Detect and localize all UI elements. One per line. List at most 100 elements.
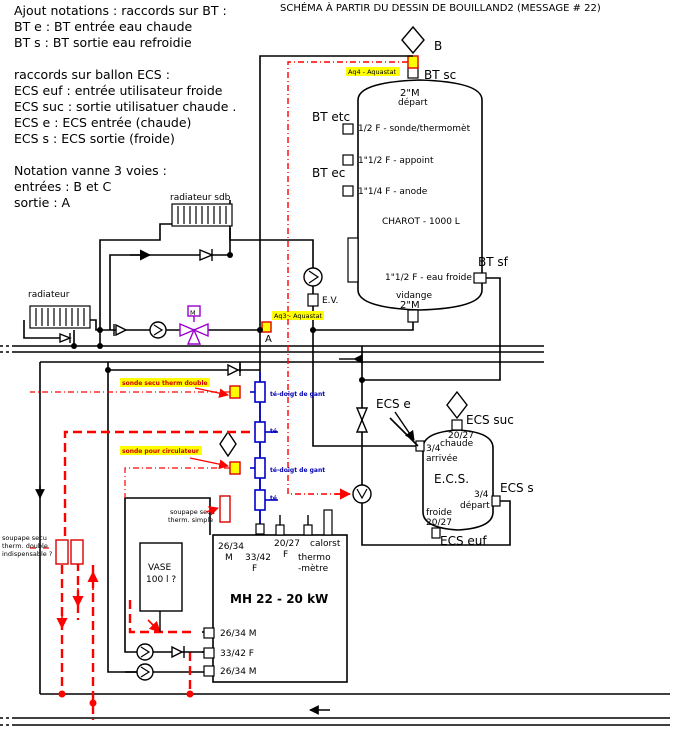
pump-icon [136,663,154,681]
junction-dot [89,699,97,707]
te-doigt-label: té-doigt de gant [270,467,325,474]
soupape-simple-label: soupape secu [170,508,215,516]
tank-bottom-sub: vidange [396,291,432,301]
boiler-port-label: 33/42 [245,553,271,563]
flow-arrow [205,506,219,516]
safety-loop [60,430,250,720]
pump-icon [136,643,154,661]
check-valve-icon [171,645,185,659]
tank-bt-ec: BT ec [312,166,345,180]
boiler-port-label: F [252,564,257,574]
sonde-secu-highlight [120,378,210,387]
tee-column [250,372,278,525]
pump-icon [149,321,167,339]
boiler-side-label: 33/42 F [220,649,254,659]
boiler-port-label: 20/27 [274,539,300,549]
tank-top-label: 2"M [400,88,420,99]
boiler-side-label: 26/34 M [220,629,257,639]
soupape-simple-label: therm. simple [168,516,213,524]
sonde-circ-highlight [120,446,202,455]
note-line: sortie : A [14,195,71,210]
radiator-main: radiateur [28,290,91,329]
vase-label: 100 l ? [146,575,176,585]
sensor-icon [219,430,237,458]
valve-icon [355,407,369,433]
te-doigt-label: té-doigt de gant [270,391,325,398]
note-line: ECS suc : sortie utilisatuer chaude . [14,99,236,114]
check-valve-icon [199,248,214,262]
note-line: ECS e : ECS entrée (chaude) [14,115,191,130]
tank-port-anode: 1"1/4 F - anode [358,187,428,197]
check-valve-icon [227,363,241,377]
junction-dots [71,252,365,383]
expansion-vessel [139,542,183,612]
ecs-e-label: ECS e [376,397,411,411]
tank-port-froide: 1"1/2 F - eau froide [385,273,472,283]
notes-block: Ajout notations : raccords sur BT : BT e… [14,3,236,210]
note-line: BT s : BT sortie eau refroidie [14,35,192,50]
valve-a-label: A [265,334,272,345]
junction-dot [58,690,66,698]
valve-m-label: M [190,309,196,317]
boiler-side-label: 26/34 M [220,667,257,677]
flow-arrow [147,619,161,633]
ecs-port-label: arrivée [426,453,458,464]
tank-b-label: B [434,39,442,53]
aquastat-icon [229,385,241,399]
diagram-title: SCHÉMA À PARTIR DU DESSIN DE BOUILLAND2 … [280,1,601,14]
note-line: raccords sur ballon ECS : [14,67,170,82]
buffer-tank: 2"M départ 1/2 F - sonde/thermomèt 1"1/2… [312,25,509,323]
note-line: Ajout notations : raccords sur BT : [14,3,227,18]
ecs-port-label: 20/27 [426,518,452,528]
tank-top-sub: départ [398,97,428,108]
ecs-euf-label: ECS euf [440,534,487,548]
aq4-label: Aq4 - Aquastat [348,68,397,76]
sensor-link [30,391,230,549]
aq4-highlight [346,67,400,76]
aq3-highlight [272,311,324,320]
ecs-port-label: chaude [440,439,474,449]
relief-valve-icon [55,539,69,565]
ecs-port-label: 3/4 [474,490,489,500]
flow-arrow [394,411,415,441]
sonde-circ-label: sonde pour circulateur [122,448,199,455]
three-way-valve-icon: M [179,305,209,345]
note-line: ECS euf : entrée utilisateur froide [14,83,223,98]
boiler-thermo-label: thermo [298,553,331,563]
vase-label: VASE [148,563,171,573]
tank-name: CHAROT - 1000 L [382,217,460,227]
check-valve-icon [59,332,72,344]
boiler-name: MH 22 - 20 kW [230,592,328,606]
pump-icon [352,484,372,504]
radiator-sdb-pipes [99,223,231,330]
note-line: ECS s : ECS sortie (froide) [14,131,175,146]
tank-bottom-label: 2"M [400,300,420,311]
ev-label: E.V. [322,296,338,306]
boiler-port [255,523,265,535]
ecs-port-label: froide [426,508,452,518]
note-line: Notation vanne 3 voies : [14,163,167,178]
tank-bt-sf: BT sf [478,255,509,269]
ecs-suc-label: ECS suc [466,413,514,427]
pipe-stub [0,345,15,726]
main-pipes [15,345,670,726]
soupape-double-label: indispensable ? [2,550,52,558]
aquastat-icon [229,461,241,475]
pump-icon [303,267,323,287]
boiler: 26/34 M 33/42 F 20/27 F calorst thermo -… [203,509,348,683]
tank-bt-sc: BT sc [424,68,456,82]
ecs-tank: 20/27 chaude 3/4 arrivée E.C.S. 3/4 dépa… [376,390,534,548]
tank-port-appoint: 1"1/2 F - appoint [358,156,434,166]
aq3-label: Aq3 - Aquastat [274,312,323,320]
radiateur-label: radiateur [28,290,70,300]
ev-valve-icon [307,293,319,307]
tank-port-sonde: 1/2 F - sonde/thermomèt [358,123,471,134]
relief-valve-icon [219,495,231,523]
sensor-icon [401,25,425,55]
aquastat-icon [407,55,419,69]
boiler-calorst-label: calorst [310,539,341,549]
sensor-icon [446,390,468,420]
ecs-s-label: ECS s [500,481,534,495]
